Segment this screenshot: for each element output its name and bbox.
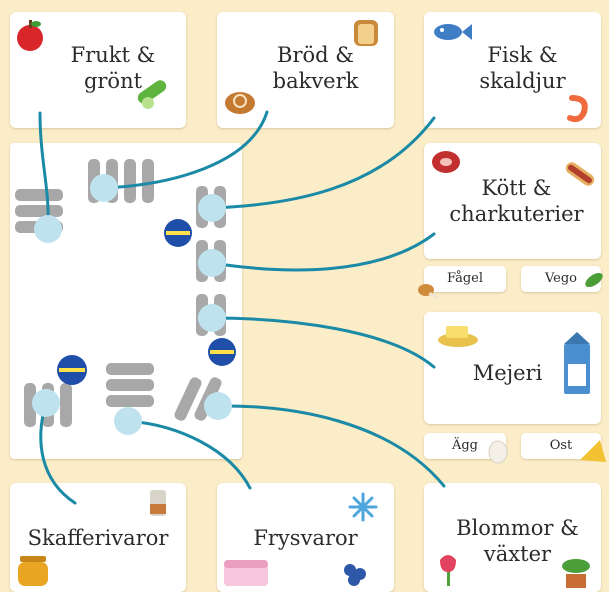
blueberries-icon: [344, 564, 366, 586]
milk-carton-icon: [564, 332, 590, 394]
shelf: [124, 159, 136, 203]
label-frysvaror: Frysvaror: [253, 526, 358, 550]
marker-fisk: [198, 194, 226, 222]
connector-mejeri: [210, 316, 436, 369]
shelf: [142, 159, 154, 203]
tulip-icon: [440, 555, 456, 586]
peas-icon: [585, 272, 603, 288]
chip-vego[interactable]: Vego: [521, 266, 601, 292]
label-frukt-gront: Frukt & grönt: [70, 43, 156, 93]
label-mejeri: Mejeri: [472, 361, 543, 385]
shelf: [106, 363, 154, 375]
connector-frys: [126, 419, 252, 490]
origin-badges: [57, 219, 236, 385]
connector-blommor: [216, 404, 446, 488]
label-blommor-vaxter: Blommor & växter: [456, 516, 579, 566]
apple-icon: [17, 20, 43, 51]
marker-blommor: [204, 392, 232, 420]
badge-stripe: [166, 231, 190, 235]
label-kott-charkuterier: Kött & charkuterier: [449, 176, 584, 226]
shelf: [60, 383, 72, 427]
connector-brod: [102, 110, 269, 190]
cucumber-icon: [137, 80, 167, 109]
cinnamon-bun-icon: [225, 92, 255, 114]
label-vego: Vego: [544, 271, 578, 286]
label-skafferivaror: Skafferivaror: [27, 526, 169, 550]
connector-lines: [38, 110, 446, 505]
steak-icon: [432, 151, 460, 173]
shelf: [106, 379, 154, 391]
bread-icon: [354, 20, 378, 46]
butter-icon: [438, 326, 478, 347]
ice-cream-icon: [224, 560, 268, 586]
jar-icon: [150, 490, 166, 516]
badge-stripe: [210, 350, 234, 354]
label-agg: Ägg: [451, 438, 479, 453]
badge-stripe: [59, 368, 85, 372]
shelf: [106, 395, 154, 407]
marker-skafferi: [32, 389, 60, 417]
egg-icon: [488, 440, 508, 464]
label-ost: Ost: [549, 438, 573, 453]
location-markers: [32, 174, 232, 435]
connector-fisk: [210, 116, 436, 210]
drumstick-icon: [418, 284, 439, 300]
label-fisk-skaldjur: Fisk & skaldjur: [479, 43, 566, 93]
hotdog-icon: [565, 162, 595, 186]
shelf: [15, 205, 63, 217]
shelf: [24, 383, 36, 427]
shelf: [174, 377, 202, 421]
marker-frukt: [34, 215, 62, 243]
marker-mejeri: [198, 304, 226, 332]
fish-icon: [434, 24, 472, 40]
label-fagel: Fågel: [446, 271, 484, 286]
card-blommor-vaxter[interactable]: Blommor & växter: [424, 483, 601, 592]
potted-plant-icon: [562, 559, 590, 588]
chip-fagel[interactable]: Fågel: [424, 266, 506, 292]
shrimp-icon: [567, 95, 588, 123]
snowflake-icon: [348, 492, 378, 522]
marker-kott: [198, 249, 226, 277]
label-brod-bakverk: Bröd & bakverk: [272, 43, 359, 93]
marker-frys: [114, 407, 142, 435]
cheese-icon: [580, 440, 606, 462]
shelf: [15, 189, 63, 201]
marker-brod: [90, 174, 118, 202]
honey-icon: [18, 556, 48, 586]
connector-kott: [210, 232, 436, 272]
